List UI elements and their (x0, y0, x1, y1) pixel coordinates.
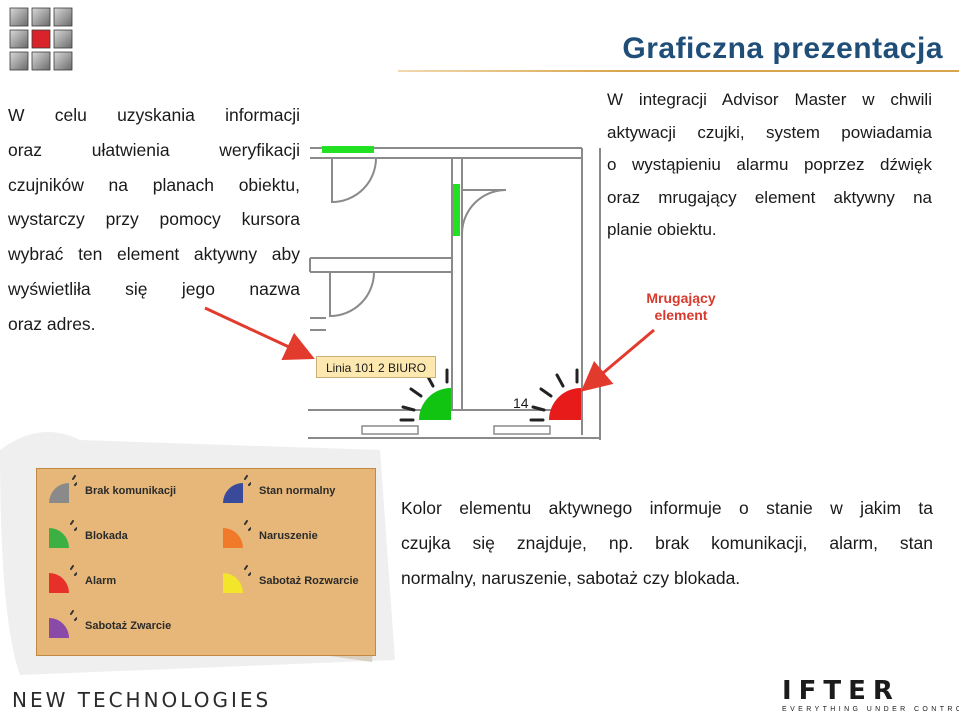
status-legend: Brak komunikacji Stan normalny Blokada N… (36, 468, 376, 656)
footer-new-technologies: NEW TECHNOLOGIES (12, 688, 272, 712)
bottom-line: czujka się znajduje, np. brak komunikacj… (401, 533, 933, 553)
right-line: oraz mrugający element aktywny na (607, 187, 932, 207)
left-line: wyświetliła się jego nazwa (8, 278, 300, 299)
legend-label: Alarm (85, 575, 117, 587)
legend-label: Brak komunikacji (85, 485, 177, 497)
legend-item-normal: Stan normalny (219, 475, 335, 507)
bottom-line: normalny, naruszenie, sabotaż czy blokad… (401, 568, 741, 588)
left-line: oraz adres. (8, 313, 96, 334)
zone-tooltip: Linia 101 2 BIURO (316, 356, 436, 378)
room-number: 14 (513, 395, 529, 411)
sensor-yellow-icon (223, 565, 251, 593)
left-line: wystarczy przy pomocy kursora (8, 209, 300, 230)
legend-item-tamper-short: Sabotaż Zwarcie (45, 610, 171, 642)
sensor-purple-icon (49, 610, 77, 638)
legend-item-tamper-open: Sabotaż Rozwarcie (219, 565, 359, 597)
sensor-blue-icon (223, 475, 251, 503)
right-line: W integracji Advisor Master w chwili (607, 90, 932, 109)
legend-item-violation: Naruszenie (219, 520, 318, 552)
right-line: o wystąpieniu alarmu poprzez dźwięk (607, 155, 932, 175)
right-line: planie obiektu. (607, 220, 717, 240)
legend-label: Blokada (85, 530, 128, 542)
bottom-paragraph: Kolor elementu aktywnego informuje o sta… (401, 491, 933, 596)
blinking-label-line: element (654, 307, 708, 323)
legend-label: Stan normalny (259, 485, 336, 497)
left-line: oraz ułatwienia weryfikacji (8, 139, 300, 160)
legend-label: Sabotaż Zwarcie (85, 620, 172, 632)
blinking-element-label: Mrugający element (624, 290, 738, 324)
company-logo-cubes-icon (9, 7, 73, 71)
left-line: wybrać ten element aktywny aby (8, 244, 300, 265)
legend-item-no-communication: Brak komunikacji (45, 475, 176, 507)
legend-label: Naruszenie (259, 530, 318, 542)
sensor-green-icon (49, 520, 77, 548)
bottom-line: Kolor elementu aktywnego informuje o sta… (401, 498, 933, 518)
legend-label: Sabotaż Rozwarcie (259, 575, 359, 587)
footer-tagline: EVERYTHING UNDER CONTROL (782, 706, 959, 713)
left-line: czujników na planach obiektu, (8, 174, 300, 195)
title-divider (398, 70, 959, 72)
left-paragraph: W celu uzyskania informacji oraz ułatwie… (8, 98, 300, 342)
legend-item-blocked: Blokada (45, 520, 128, 552)
right-line: aktywacji czujki, system powiadamia (607, 122, 932, 142)
page-title: Graficzna prezentacja (622, 32, 943, 65)
left-line: W celu uzyskania informacji (8, 105, 300, 125)
sensor-orange-icon (223, 520, 251, 548)
footer-brand: IFTER (782, 676, 900, 706)
floor-plan (308, 146, 601, 440)
legend-item-alarm: Alarm (45, 565, 116, 597)
right-paragraph: W integracji Advisor Master w chwili akt… (607, 84, 932, 247)
sensor-grey-icon (49, 475, 77, 503)
ifter-logo: IFTER EVERYTHING UNDER CONTROL (782, 676, 959, 713)
blinking-label-line: Mrugający (646, 290, 716, 306)
sensor-red-icon (49, 565, 77, 593)
